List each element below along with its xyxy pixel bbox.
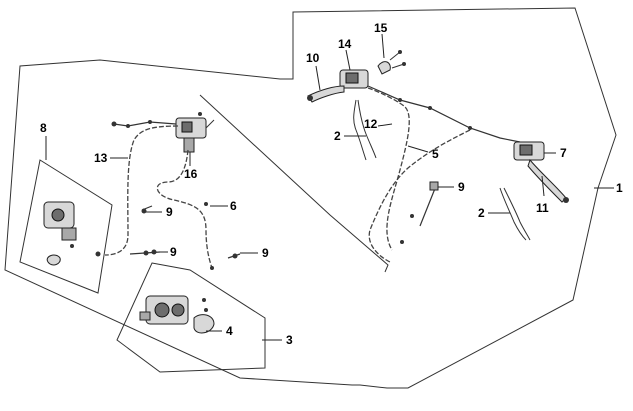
callout-12: 12 (364, 117, 378, 131)
banjo-bolt-9-right (400, 181, 439, 244)
callout-1: 1 (616, 181, 623, 195)
callout-10: 10 (306, 51, 320, 65)
brake-hose-6 (156, 149, 213, 269)
switch-wire-2-upper (353, 99, 367, 161)
callout-6: 6 (230, 199, 237, 213)
callout-5: 5 (432, 147, 439, 161)
brake-hose-5 (368, 129, 471, 263)
frame-line (199, 94, 389, 273)
assembly-outline (4, 7, 617, 389)
right-master-cylinder-7 (513, 141, 569, 203)
hose-12-upper-run (367, 85, 521, 143)
callout-4: 4 (226, 324, 233, 338)
callout-13: 13 (94, 151, 108, 165)
callout-9-b: 9 (170, 245, 177, 259)
hose-13-upper-end (113, 121, 177, 127)
switch-wire-2-upper-b (357, 99, 377, 159)
brake-hose-12 (367, 87, 410, 251)
callout-3: 3 (286, 333, 293, 347)
callout-14: 14 (338, 37, 352, 51)
callout-15: 15 (374, 21, 388, 35)
front-caliper-8 (43, 201, 101, 266)
brake-hose-13 (104, 125, 179, 256)
callout-7: 7 (560, 146, 567, 160)
clamp-15 (377, 50, 406, 75)
callout-11: 11 (536, 201, 549, 215)
switch-wire-2-right (499, 187, 527, 241)
left-master-cylinder-16 (175, 112, 215, 153)
subassembly-outline-3 (116, 262, 266, 373)
brake-pads-4 (193, 298, 215, 334)
switch-wire-2-right-b (503, 187, 531, 241)
upper-master-cylinder-14 (307, 69, 369, 103)
subassembly-outline-8 (19, 159, 113, 294)
callout-9-a: 9 (166, 205, 173, 219)
callout-2-right: 2 (478, 206, 485, 220)
callout-2-upper: 2 (334, 129, 341, 143)
callout-8: 8 (40, 121, 47, 135)
rear-caliper-3 (139, 295, 189, 325)
leader-lines (45, 33, 614, 341)
callout-16: 16 (184, 167, 198, 181)
callout-9-c: 9 (262, 246, 269, 260)
callout-9-d: 9 (458, 180, 465, 194)
